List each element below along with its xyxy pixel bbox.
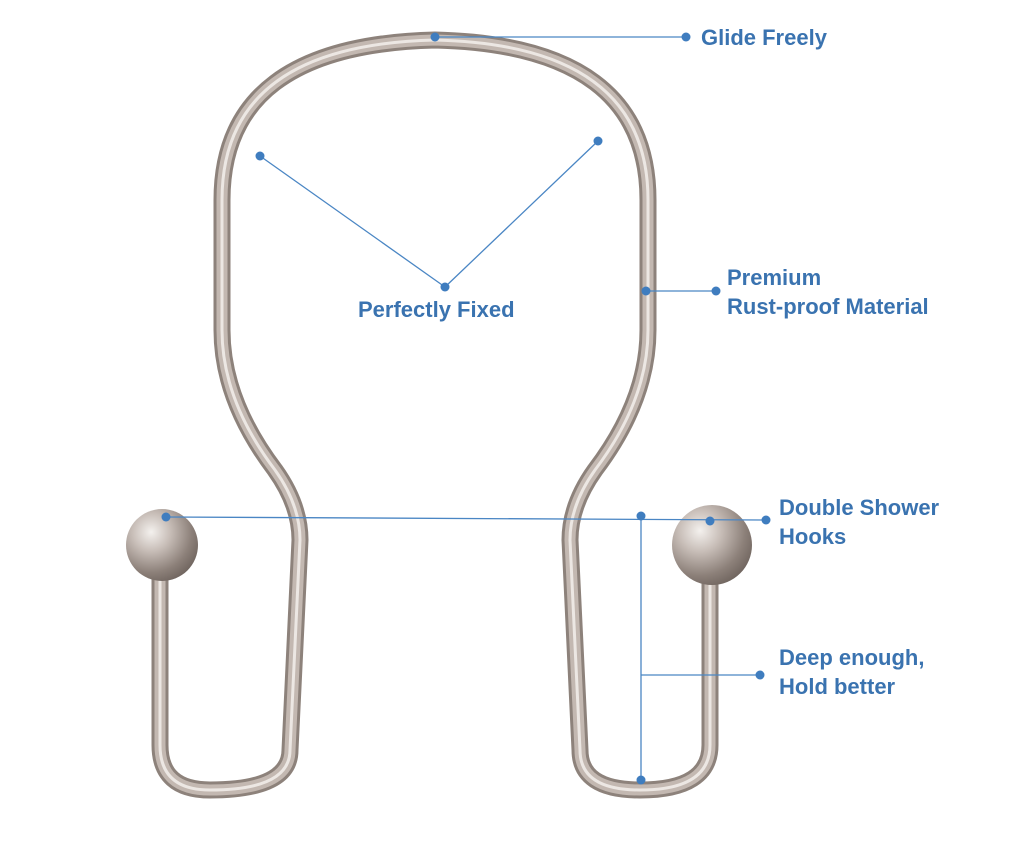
leader-hooks <box>165 516 767 521</box>
label-deep-enough: Deep enough, Hold better <box>779 645 925 699</box>
leader-lines <box>165 36 767 780</box>
leader-fixed-left <box>259 155 446 288</box>
leader-dots <box>161 32 771 785</box>
label-double-shower-hooks: Double Shower Hooks <box>779 495 940 549</box>
left-ball-end <box>126 509 198 581</box>
label-perfectly-fixed: Perfectly Fixed <box>358 297 515 322</box>
hook-rod <box>151 31 719 799</box>
label-premium-material: Premium Rust-proof Material <box>727 265 929 319</box>
right-ball-end <box>672 505 752 585</box>
label-glide-freely: Glide Freely <box>701 25 827 50</box>
leader-fixed-right <box>444 140 599 288</box>
